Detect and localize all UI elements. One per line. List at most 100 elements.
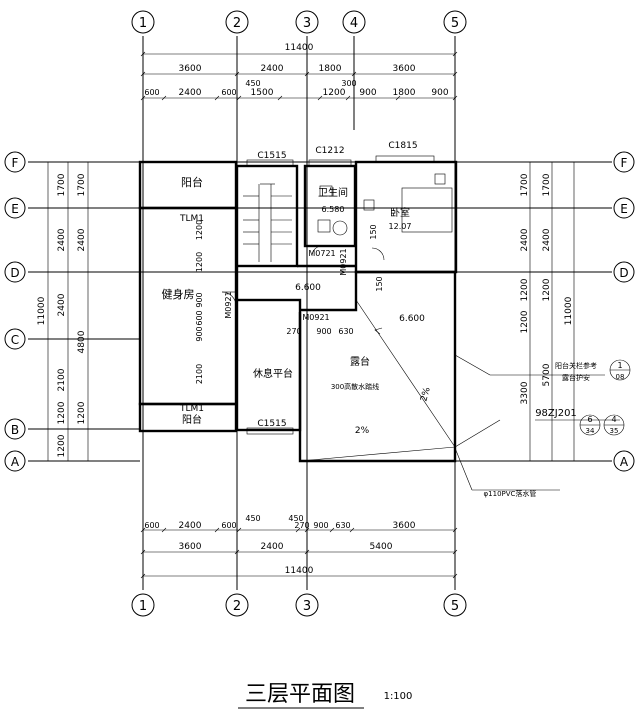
dim-text: 450 xyxy=(245,514,260,523)
dim-text: 600 xyxy=(221,521,236,530)
dim-text: 2100 xyxy=(195,364,204,384)
fixtures xyxy=(317,173,453,236)
dimension-chain-bottom: 450 450 600 2400 600 270 900 630 3600 36… xyxy=(140,514,458,579)
dim-text: 11400 xyxy=(285,43,314,53)
dim-text: 2400 xyxy=(179,88,202,98)
dim-text: 1200 xyxy=(323,88,346,98)
dim-text: 1200 xyxy=(195,252,204,272)
detail-sheet: 35 xyxy=(610,427,619,435)
dim-text: 1700 xyxy=(77,173,87,196)
doors xyxy=(221,245,385,307)
grid-label-left: E xyxy=(11,202,19,216)
grid-label-bottom: 3 xyxy=(303,599,311,614)
staircase xyxy=(243,183,292,262)
dim-text: 600 xyxy=(144,521,159,530)
grid-label-bottom: 1 xyxy=(139,599,147,614)
drawing-title: 三层平面图 xyxy=(245,682,355,707)
grid-label-left: D xyxy=(10,266,19,280)
dim-text: 4800 xyxy=(77,330,87,353)
window-tag: C1815 xyxy=(388,141,417,151)
detail-number: 1 xyxy=(617,361,622,370)
room-label-rest-platform: 休息平台 xyxy=(253,367,293,380)
windows xyxy=(246,155,435,435)
dim-text: 1200 xyxy=(520,310,530,333)
leader-lines xyxy=(454,354,620,491)
slope-tag: 2% xyxy=(419,386,432,403)
slope-tag: 2% xyxy=(355,426,370,436)
pipe-note: φ110PVC落水管 xyxy=(484,489,537,498)
door-tag: M0921 xyxy=(302,313,329,322)
railing-note: 露台护安 xyxy=(562,373,590,382)
dim-text: 300 xyxy=(341,79,356,88)
dim-text: 2400 xyxy=(520,228,530,251)
dim-text: 1200 xyxy=(520,278,530,301)
room-label-bedroom: 卧室 xyxy=(390,206,410,219)
dim-text: 1700 xyxy=(57,173,67,196)
room-label-bathroom: 卫生间 xyxy=(318,186,348,199)
dim-text: 1200 xyxy=(195,220,204,240)
dimension-tag: 150 xyxy=(369,224,378,239)
door-tag: M0921 xyxy=(339,248,348,275)
room-label-balcony-top: 阳台 xyxy=(181,175,203,189)
dimension-chain-left: 11000 1700 2400 2400 2100 1200 1200 1700… xyxy=(37,162,89,461)
dim-text: 600 xyxy=(221,88,236,97)
dim-text: 630 xyxy=(335,521,350,530)
dim-text: 1200 xyxy=(542,278,552,301)
dim-text: 1800 xyxy=(319,64,342,74)
dim-text: 1200 xyxy=(77,401,87,424)
dim-text: 3600 xyxy=(393,64,416,74)
grid-label-top: 3 xyxy=(303,16,311,31)
grid-label-top: 5 xyxy=(451,16,459,31)
grid-label-top: 1 xyxy=(139,16,147,31)
elevation-tag: 6.580 xyxy=(322,205,345,214)
dim-text: 2400 xyxy=(542,228,552,251)
dim-text: 1700 xyxy=(520,173,530,196)
drain-note: 300高散水踏线 xyxy=(331,382,379,391)
dim-text: 270 xyxy=(294,521,309,530)
dim-text: 2400 xyxy=(77,228,87,251)
grid-label-right: F xyxy=(621,156,628,170)
grid-label-right: E xyxy=(620,202,628,216)
dimension-tag: 12.07 xyxy=(389,222,412,231)
grid-label-left: B xyxy=(11,423,19,437)
detail-callouts xyxy=(579,359,631,436)
grid-label-left: F xyxy=(12,156,19,170)
door-tag: M0921 xyxy=(224,291,233,318)
dim-text: 3600 xyxy=(393,521,416,531)
grid-bubbles-top: 1 2 3 4 5 xyxy=(131,10,467,34)
dim-text: 1200 xyxy=(57,401,67,424)
grid-label-right: A xyxy=(620,455,629,469)
drawing-scale: 1:100 xyxy=(384,691,413,702)
dim-text: 5400 xyxy=(370,542,393,552)
dim-text: 2400 xyxy=(179,521,202,531)
dim-text: 600 xyxy=(144,88,159,97)
room-label-balcony-bottom: 阳台 xyxy=(182,413,202,426)
door-tag: TLM1 xyxy=(179,404,204,414)
dim-text: 900 xyxy=(195,292,204,307)
terrace-slopes xyxy=(299,299,501,462)
dimension-tag: 630 xyxy=(338,327,353,336)
door-tag: TLM1 xyxy=(179,214,204,224)
elevation-tag: 6.600 xyxy=(295,283,321,293)
dim-text: 3300 xyxy=(520,381,530,404)
dim-text: 450 xyxy=(288,514,303,523)
railing-note: 阳台关栏参考 xyxy=(555,361,597,370)
dim-text: 1800 xyxy=(393,88,416,98)
dim-text: 2400 xyxy=(57,228,67,251)
dim-text: 2400 xyxy=(261,64,284,74)
grid-bubbles-right: F E D A xyxy=(613,151,635,472)
dim-text: 2400 xyxy=(261,542,284,552)
elevation-tag: 6.600 xyxy=(399,314,425,324)
dimension-tag: 270 xyxy=(286,327,301,336)
grid-bubbles-bottom: 1 2 3 5 xyxy=(131,593,467,617)
dim-text: 1200 xyxy=(57,434,67,457)
dim-text: 2400 xyxy=(57,293,67,316)
window-tag: C1515 xyxy=(257,419,286,429)
dim-text: 11000 xyxy=(37,296,47,325)
dim-text: 600 xyxy=(195,310,204,325)
grid-label-bottom: 2 xyxy=(233,599,241,614)
detail-sheet: 34 xyxy=(586,427,595,435)
grid-label-top: 4 xyxy=(350,16,358,31)
dimension-tag: 150 xyxy=(375,276,384,291)
